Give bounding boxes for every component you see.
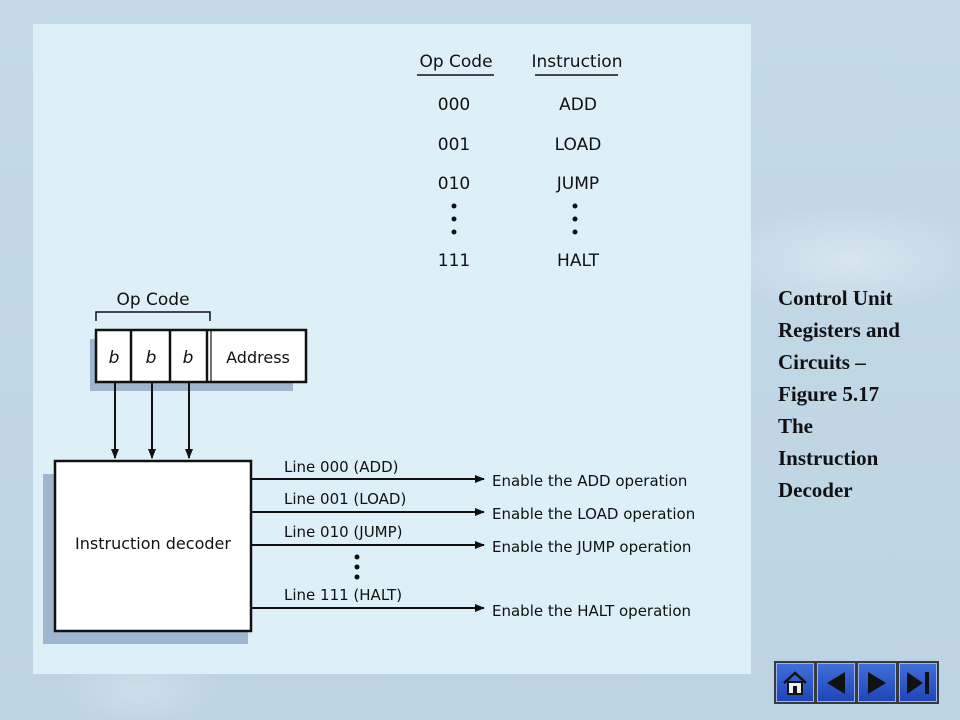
forward-button[interactable]	[858, 663, 896, 702]
ellipsis-dots-icon	[354, 554, 360, 580]
bit-input-arrows	[111, 382, 193, 459]
line-label: Line 111 (HALT)	[284, 586, 402, 604]
caption-line: Circuits –	[778, 350, 866, 374]
line-output: Enable the JUMP operation	[492, 538, 691, 556]
table-cell-instruction: HALT	[557, 251, 600, 271]
line-output: Enable the LOAD operation	[492, 505, 695, 523]
end-icon	[907, 671, 929, 694]
table-cell-instruction: ADD	[559, 95, 597, 115]
back-button[interactable]	[817, 663, 855, 702]
register-opcode-label: Op Code	[116, 290, 189, 310]
opcode-bracket	[95, 311, 211, 321]
line-label: Line 000 (ADD)	[284, 458, 399, 476]
home-button[interactable]	[776, 663, 814, 702]
table-cell-instruction: JUMP	[556, 174, 599, 194]
back-icon	[827, 671, 845, 694]
instruction-register	[94, 328, 308, 384]
caption-line: Figure 5.17	[778, 382, 880, 406]
caption-line: The	[778, 414, 814, 438]
caption-line: Decoder	[778, 478, 853, 502]
table-cell-code: 000	[438, 95, 470, 115]
caption-line: Instruction	[778, 446, 879, 470]
slide-navigation	[774, 661, 939, 704]
line-label: Line 010 (JUMP)	[284, 523, 403, 541]
caption-line: Registers and	[778, 318, 900, 342]
table-header-opcode: Op Code	[419, 52, 492, 72]
register-bit: b	[146, 348, 157, 368]
instruction-decoder-figure: Op Code Instruction 000 ADD 001 LOAD 010…	[33, 24, 751, 674]
table-cell-code: 111	[438, 251, 470, 271]
line-output: Enable the HALT operation	[492, 602, 691, 620]
line-output: Enable the ADD operation	[492, 472, 687, 490]
forward-icon	[868, 671, 886, 694]
end-button[interactable]	[899, 663, 937, 702]
ellipsis-dots-icon	[451, 203, 578, 235]
table-cell-code: 010	[438, 174, 470, 194]
register-bit: b	[109, 348, 120, 368]
figure-canvas: Op Code Instruction 000 ADD 001 LOAD 010…	[43, 52, 695, 644]
register-address-label: Address	[226, 348, 290, 367]
table-header-instruction: Instruction	[532, 52, 623, 72]
line-label: Line 001 (LOAD)	[284, 490, 406, 508]
home-icon	[783, 670, 807, 695]
register-bit: b	[183, 348, 194, 368]
decoder-label: Instruction decoder	[75, 534, 231, 553]
table-cell-instruction: LOAD	[555, 135, 602, 155]
caption-line: Control Unit	[778, 286, 893, 310]
slide-caption: Control Unit Registers and Circuits – Fi…	[778, 282, 953, 506]
table-cell-code: 001	[438, 135, 470, 155]
